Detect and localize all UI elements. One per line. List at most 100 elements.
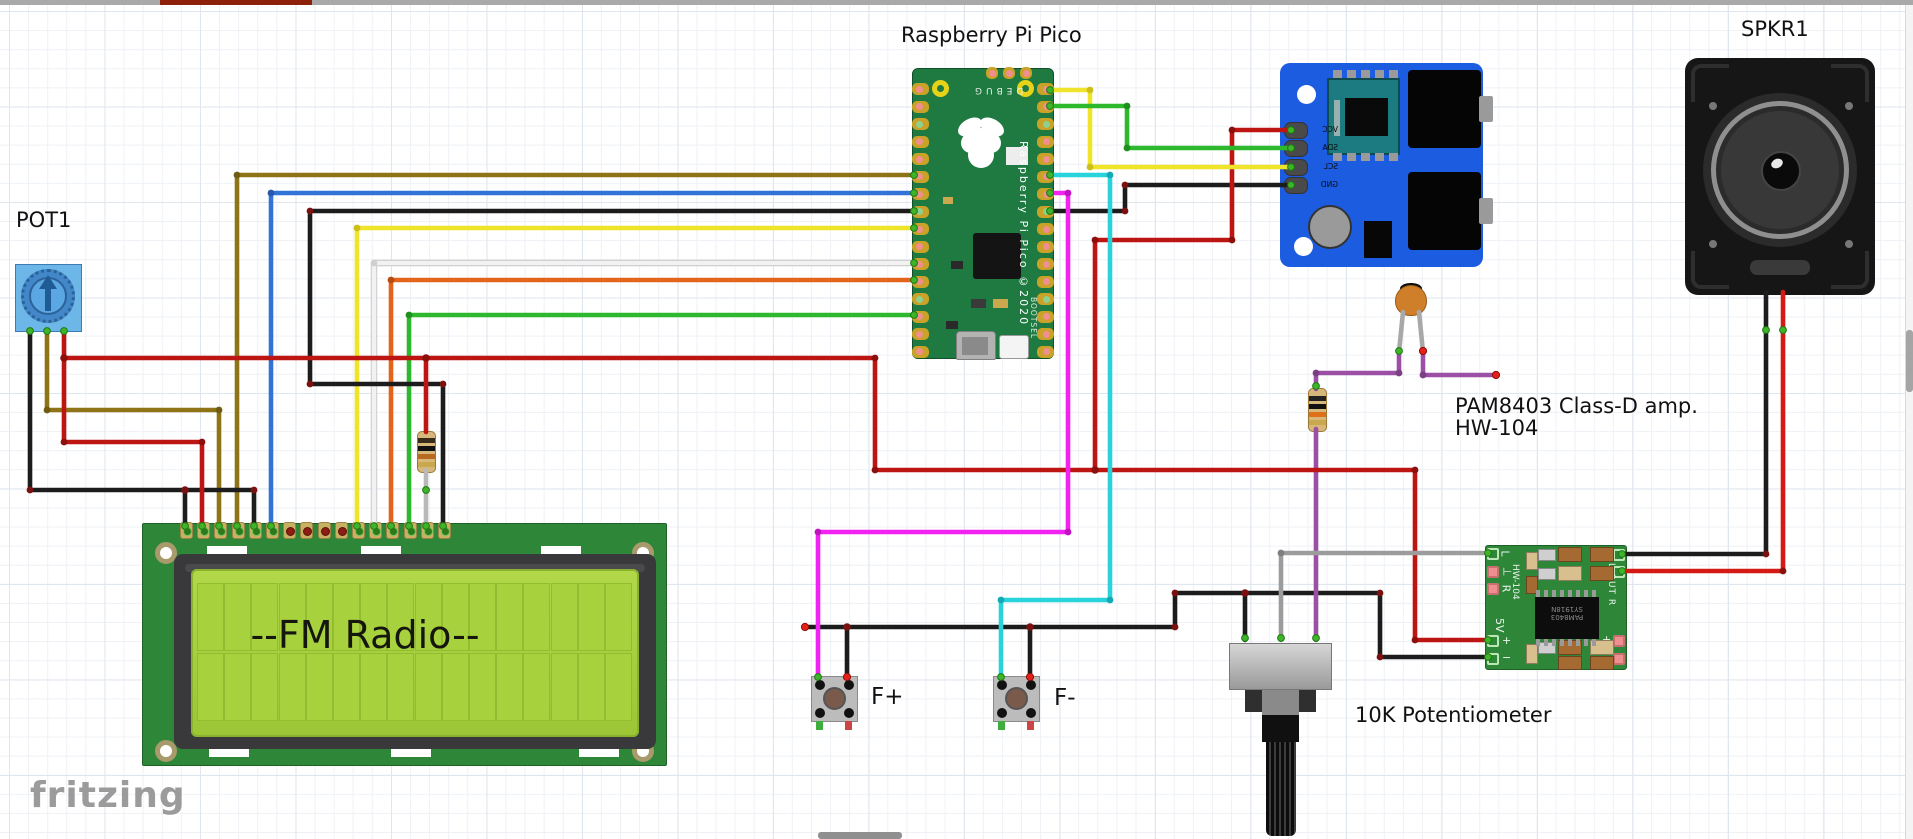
- pico-pin[interactable]: [1037, 328, 1054, 340]
- pico-bootsel-button[interactable]: [999, 335, 1029, 359]
- wire-dot: [1376, 653, 1384, 661]
- raspberry-pi-pico-board[interactable]: DEBUG Raspberry Pi Pico ©2020 BOOTSEL: [912, 67, 1054, 360]
- fm-tuner-chip: [1327, 78, 1400, 155]
- wire-dot: [1277, 549, 1285, 557]
- wire-purple-antenna[interactable]: [1420, 349, 1499, 378]
- amp-chip-leg: [1560, 639, 1564, 646]
- amp-label-line1: PAM8403 Class-D amp.: [1455, 394, 1698, 418]
- pot-collar: [1262, 690, 1299, 715]
- wire-red-fm-vcc[interactable]: [1092, 127, 1293, 473]
- wire-cap-leg-right[interactable]: [1416, 309, 1426, 355]
- wire-black-pico-lcd16[interactable]: [307, 208, 915, 527]
- pico-label: Raspberry Pi Pico: [901, 23, 1082, 47]
- pico-pin[interactable]: [912, 293, 929, 305]
- pico-pin[interactable]: [1037, 258, 1054, 270]
- wire-black-pot-gnd[interactable]: [27, 327, 257, 527]
- pico-pin[interactable]: [1037, 118, 1054, 130]
- wire-red-amp-spk[interactable]: [1622, 327, 1786, 574]
- vertical-scrollbar[interactable]: [1905, 5, 1913, 839]
- scrollbar-thumb[interactable]: [160, 0, 312, 5]
- button-cap[interactable]: [1005, 687, 1028, 710]
- wire-cap-leg-left[interactable]: [1396, 309, 1406, 355]
- wire-dot: [1312, 382, 1320, 390]
- potentiometer-10k[interactable]: [1229, 643, 1332, 839]
- wire-dot: [1171, 623, 1179, 631]
- pico-pin[interactable]: [1037, 153, 1054, 165]
- lcd-cell: [469, 653, 496, 721]
- lcd-cell: [251, 653, 279, 721]
- pico-pin[interactable]: [1037, 310, 1054, 323]
- pico-debug-pin[interactable]: [986, 67, 998, 79]
- pot-shaft[interactable]: [1266, 742, 1296, 836]
- amp-smd-component: [1526, 552, 1538, 570]
- amp-pad-rout-minus: [1613, 653, 1625, 665]
- lcd1602-display[interactable]: --FM Radio--: [142, 522, 667, 766]
- lcd-pin-8[interactable]: [300, 522, 314, 539]
- amp-chip-leg: [1568, 590, 1572, 597]
- amp-smd-component: [1590, 656, 1614, 670]
- lcd-cell: [523, 583, 551, 651]
- trimpot-pot1[interactable]: [15, 264, 82, 332]
- pico-pin[interactable]: [1037, 240, 1054, 253]
- wire-dot: [1064, 528, 1072, 536]
- pico-debug-pin[interactable]: [1003, 67, 1015, 79]
- pico-pin[interactable]: [1037, 275, 1054, 288]
- horizontal-scrollbar-top[interactable]: [0, 0, 1913, 5]
- scrollbar-thumb[interactable]: [1906, 330, 1913, 392]
- amp-pad-gnd-in: [1487, 566, 1499, 578]
- lcd-pin-10[interactable]: [334, 522, 348, 539]
- wire-black-fm-gnd[interactable]: [1049, 182, 1293, 214]
- lcd-cell: [550, 583, 578, 651]
- wire-green-pico-lcd14[interactable]: [406, 312, 915, 527]
- amp-chip-leg: [1544, 639, 1548, 646]
- amp-smd-component: [1558, 656, 1582, 670]
- lcd-cell: [387, 583, 415, 651]
- resistor-lcd-backlight[interactable]: [417, 431, 436, 473]
- wire-red-main[interactable]: [61, 355, 1490, 643]
- lcd-cell: [197, 583, 224, 651]
- speaker-corner: [1831, 251, 1869, 289]
- pico-pin[interactable]: [1037, 293, 1054, 305]
- wire-dot: [1064, 189, 1072, 197]
- pushbutton-f-plus[interactable]: [811, 676, 858, 730]
- lcd-pin-7[interactable]: [283, 522, 297, 539]
- speaker-spkr1[interactable]: [1685, 58, 1875, 295]
- wire-green-pico-fm-sda[interactable]: [1049, 103, 1293, 151]
- wire-yellow-pico-lcd11[interactable]: [354, 225, 915, 527]
- pot-body: [1229, 643, 1332, 690]
- pico-debug-pin[interactable]: [1020, 67, 1032, 79]
- pico-pin[interactable]: [912, 345, 929, 358]
- pushbutton-f-minus[interactable]: [993, 676, 1040, 730]
- wire-purple-cap-res[interactable]: [1313, 349, 1402, 392]
- pico-pin[interactable]: [1037, 135, 1054, 148]
- amp-5v-silk: 5V: [1493, 618, 1506, 633]
- wire-black-gnd-rail[interactable]: [802, 590, 1488, 660]
- button-cap[interactable]: [823, 687, 846, 710]
- wire-red-pot-lcd2[interactable]: [61, 327, 205, 527]
- horizontal-scrollbar-thumb-bottom[interactable]: [818, 832, 902, 839]
- pam8403-amp-board[interactable]: L ⊥ R + − − + + − HW-104 L OUT R 5V PAM8…: [1485, 545, 1627, 670]
- wire-gray-pot-amp[interactable]: [1278, 550, 1490, 643]
- wire-white-pico-lcd12[interactable]: [371, 260, 915, 527]
- pico-pin[interactable]: [912, 153, 929, 165]
- pico-pin[interactable]: [912, 118, 929, 130]
- lcd-display-text: --FM Radio--: [250, 613, 480, 657]
- pico-pin[interactable]: [912, 135, 929, 148]
- lcd-pin-9[interactable]: [317, 522, 331, 539]
- lcd-tab: [579, 749, 619, 757]
- pico-pin[interactable]: [1037, 345, 1054, 358]
- pico-pin[interactable]: [912, 240, 929, 253]
- wire-dot: [997, 596, 1005, 604]
- capacitor-ceramic[interactable]: [1395, 283, 1427, 316]
- amp-chip-leg: [1568, 639, 1572, 646]
- button-leg: [1027, 721, 1034, 730]
- pico-pin[interactable]: [912, 328, 929, 340]
- pico-pin[interactable]: [912, 100, 929, 113]
- wire-yellow-pico-fm-scl[interactable]: [1049, 87, 1293, 170]
- pico-pin[interactable]: [1037, 223, 1054, 235]
- amp-smd-component: [1590, 547, 1614, 562]
- wire-olive-pot-lcd3[interactable]: [44, 327, 222, 527]
- pico-pin[interactable]: [912, 83, 929, 95]
- wire-black-amp-spk[interactable]: [1622, 327, 1769, 557]
